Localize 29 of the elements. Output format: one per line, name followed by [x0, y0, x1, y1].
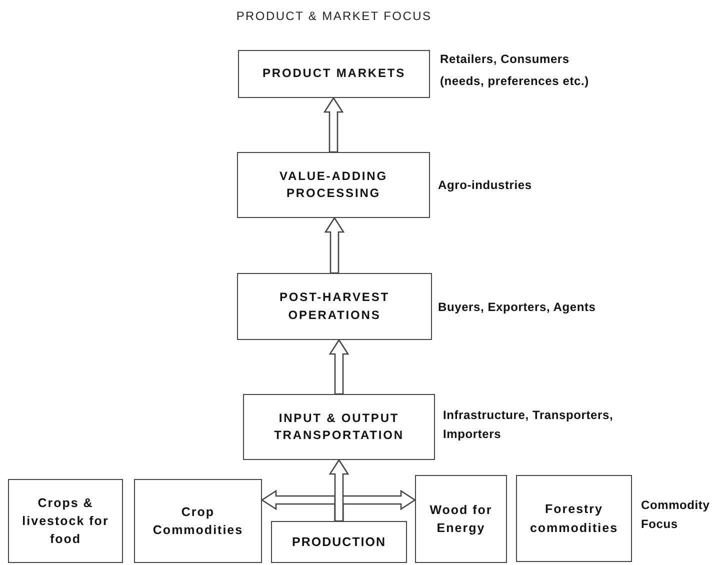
process-box [237, 152, 430, 218]
process-box [516, 475, 632, 562]
diagram-title: PRODUCT & MARKET FOCUS [235, 9, 433, 23]
side-note: Infrastructure, Transporters, Importers [443, 407, 614, 443]
box-label: Wood for Energy [428, 502, 494, 537]
focus-label: Commodity Focus [641, 497, 711, 533]
process-box [237, 273, 432, 340]
box-label: Forestry commodities [528, 501, 620, 536]
process-box [243, 394, 435, 460]
box-label: PRODUCTION [292, 534, 386, 551]
side-note: Agro-industries [438, 177, 532, 194]
block-arrow [328, 338, 350, 395]
process-box [415, 475, 507, 563]
process-box [271, 521, 407, 563]
box-label: PRODUCT MARKETS [262, 65, 406, 82]
block-arrow [328, 458, 350, 522]
side-note: Retailers, Consumers [440, 51, 570, 68]
side-note: Buyers, Exporters, Agents [438, 299, 596, 316]
side-note: (needs, preferences etc.) [440, 73, 589, 90]
block-arrow [324, 216, 345, 274]
process-box [238, 50, 430, 98]
block-arrow [323, 96, 344, 153]
box-label: VALUE-ADDING PROCESSING [278, 168, 388, 202]
box-label: INPUT & OUTPUT TRANSPORTATION [273, 410, 405, 444]
process-box [8, 479, 123, 563]
box-label: Crops & livestock for food [21, 494, 110, 548]
process-box [134, 479, 262, 563]
box-label: POST-HARVEST OPERATIONS [278, 289, 390, 324]
box-label: Crop Commodities [152, 504, 244, 539]
